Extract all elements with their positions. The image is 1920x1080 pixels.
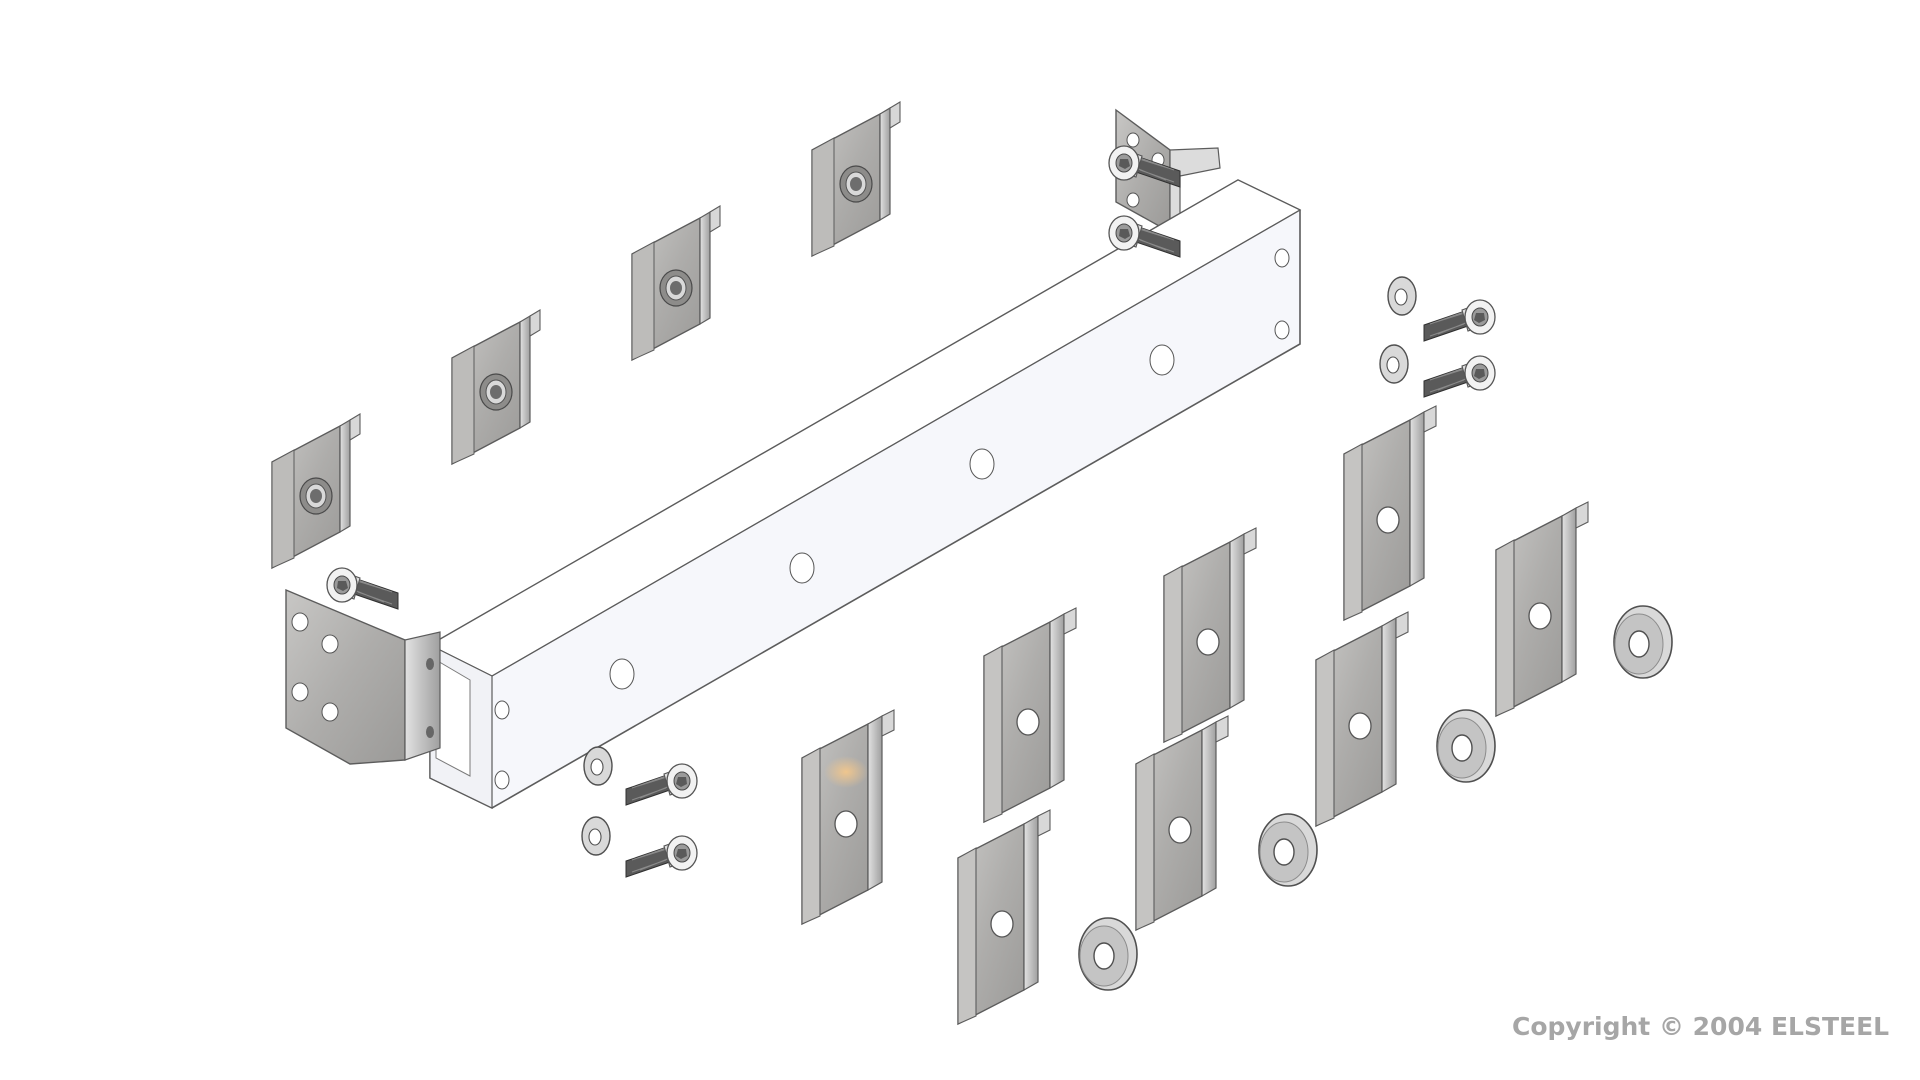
clip-6 [1135,715,1229,931]
washer-2 [1436,709,1496,783]
clip-7 [1315,611,1409,827]
screw-left-2 [625,835,698,878]
screw-left-1 [625,763,698,806]
clip-2 [983,607,1077,823]
clip-4 [1343,405,1437,621]
clip-5 [957,809,1051,1025]
screw-right-1 [1423,299,1496,342]
threaded-clip-3 [631,205,721,361]
small-washer-4 [581,816,611,856]
washer-1 [1613,605,1673,679]
highlight-reflection [824,756,868,788]
washer-3 [1258,813,1318,887]
clip-3 [1163,527,1257,743]
small-washer-1 [1387,276,1417,316]
small-washer-2 [1379,344,1409,384]
washer-4 [1078,917,1138,991]
small-washer-3 [583,746,613,786]
screw-right-2 [1423,355,1496,398]
screw-front-bracket [326,567,399,610]
clip-1 [801,709,895,925]
threaded-clip-4 [811,101,901,257]
u-channel-rail [428,179,1302,809]
corner-bracket-front [285,588,441,765]
threaded-clip-1 [271,413,361,569]
threaded-clip-2 [451,309,541,465]
copyright-notice: Copyright © 2004 ELSTEEL [1512,1012,1890,1041]
clip-8 [1495,501,1589,717]
